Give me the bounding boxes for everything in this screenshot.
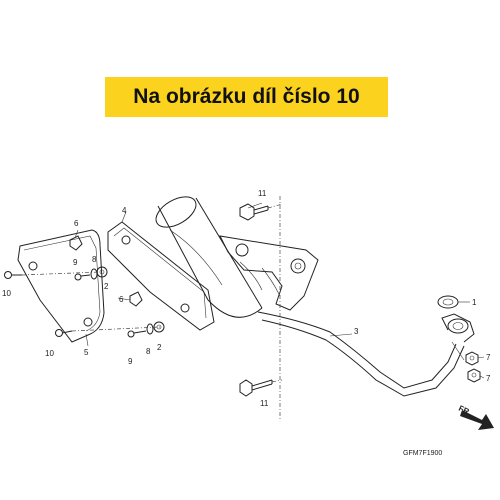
gasket-1 — [437, 295, 459, 309]
part-label-3: 3 — [354, 327, 359, 336]
muffler-protector-4 — [107, 221, 215, 331]
muffler-bracket — [219, 235, 319, 311]
part-label-10-left: 10 — [2, 289, 11, 298]
part-label-8-bottom: 8 — [146, 347, 151, 356]
nut-7b — [467, 368, 481, 383]
assembly-line-left — [21, 271, 161, 332]
leader-lines — [74, 202, 485, 379]
nut-7a — [465, 351, 479, 366]
assembly-line-bolt-bottom — [271, 379, 283, 383]
part-label-10-bottom: 10 — [45, 349, 54, 358]
hardware-upper — [74, 266, 108, 281]
part-label-11-top: 11 — [258, 189, 267, 198]
banner-background — [105, 77, 388, 117]
clip-6a — [69, 235, 83, 251]
bolt-11b — [239, 379, 273, 397]
part-label-7-bottom: 7 — [486, 374, 491, 383]
bolt-11a — [239, 203, 269, 221]
diagram-code: GFM7F1900 — [403, 450, 442, 457]
part-label-2-bottom: 2 — [157, 343, 162, 352]
part-label-9-top: 9 — [73, 258, 78, 267]
bolt-10b — [55, 329, 73, 337]
clip-6b — [129, 291, 143, 307]
front-direction-arrow: FR. — [457, 404, 494, 430]
banner-title: Na obrázku díl číslo 10 — [133, 85, 360, 108]
part-label-6-top: 6 — [74, 219, 79, 228]
hardware-lower — [127, 321, 165, 338]
part-label-5: 5 — [84, 348, 89, 357]
part-label-11-bottom: 11 — [260, 399, 269, 408]
part-label-8-top: 8 — [92, 255, 97, 264]
heat-shield-5 — [17, 229, 105, 343]
part-label-1: 1 — [472, 298, 477, 307]
part-label-6-mid: 6 — [119, 295, 124, 304]
part-label-4: 4 — [122, 206, 127, 215]
part-label-7-top: 7 — [486, 353, 491, 362]
part-label-2-top: 2 — [104, 282, 109, 291]
assembly-line-bolt-top — [267, 203, 283, 209]
part-label-9-bottom: 9 — [128, 357, 133, 366]
muffler-body — [155, 196, 263, 318]
exhaust-pipe-3 — [257, 311, 475, 397]
bolt-10a — [4, 271, 22, 279]
